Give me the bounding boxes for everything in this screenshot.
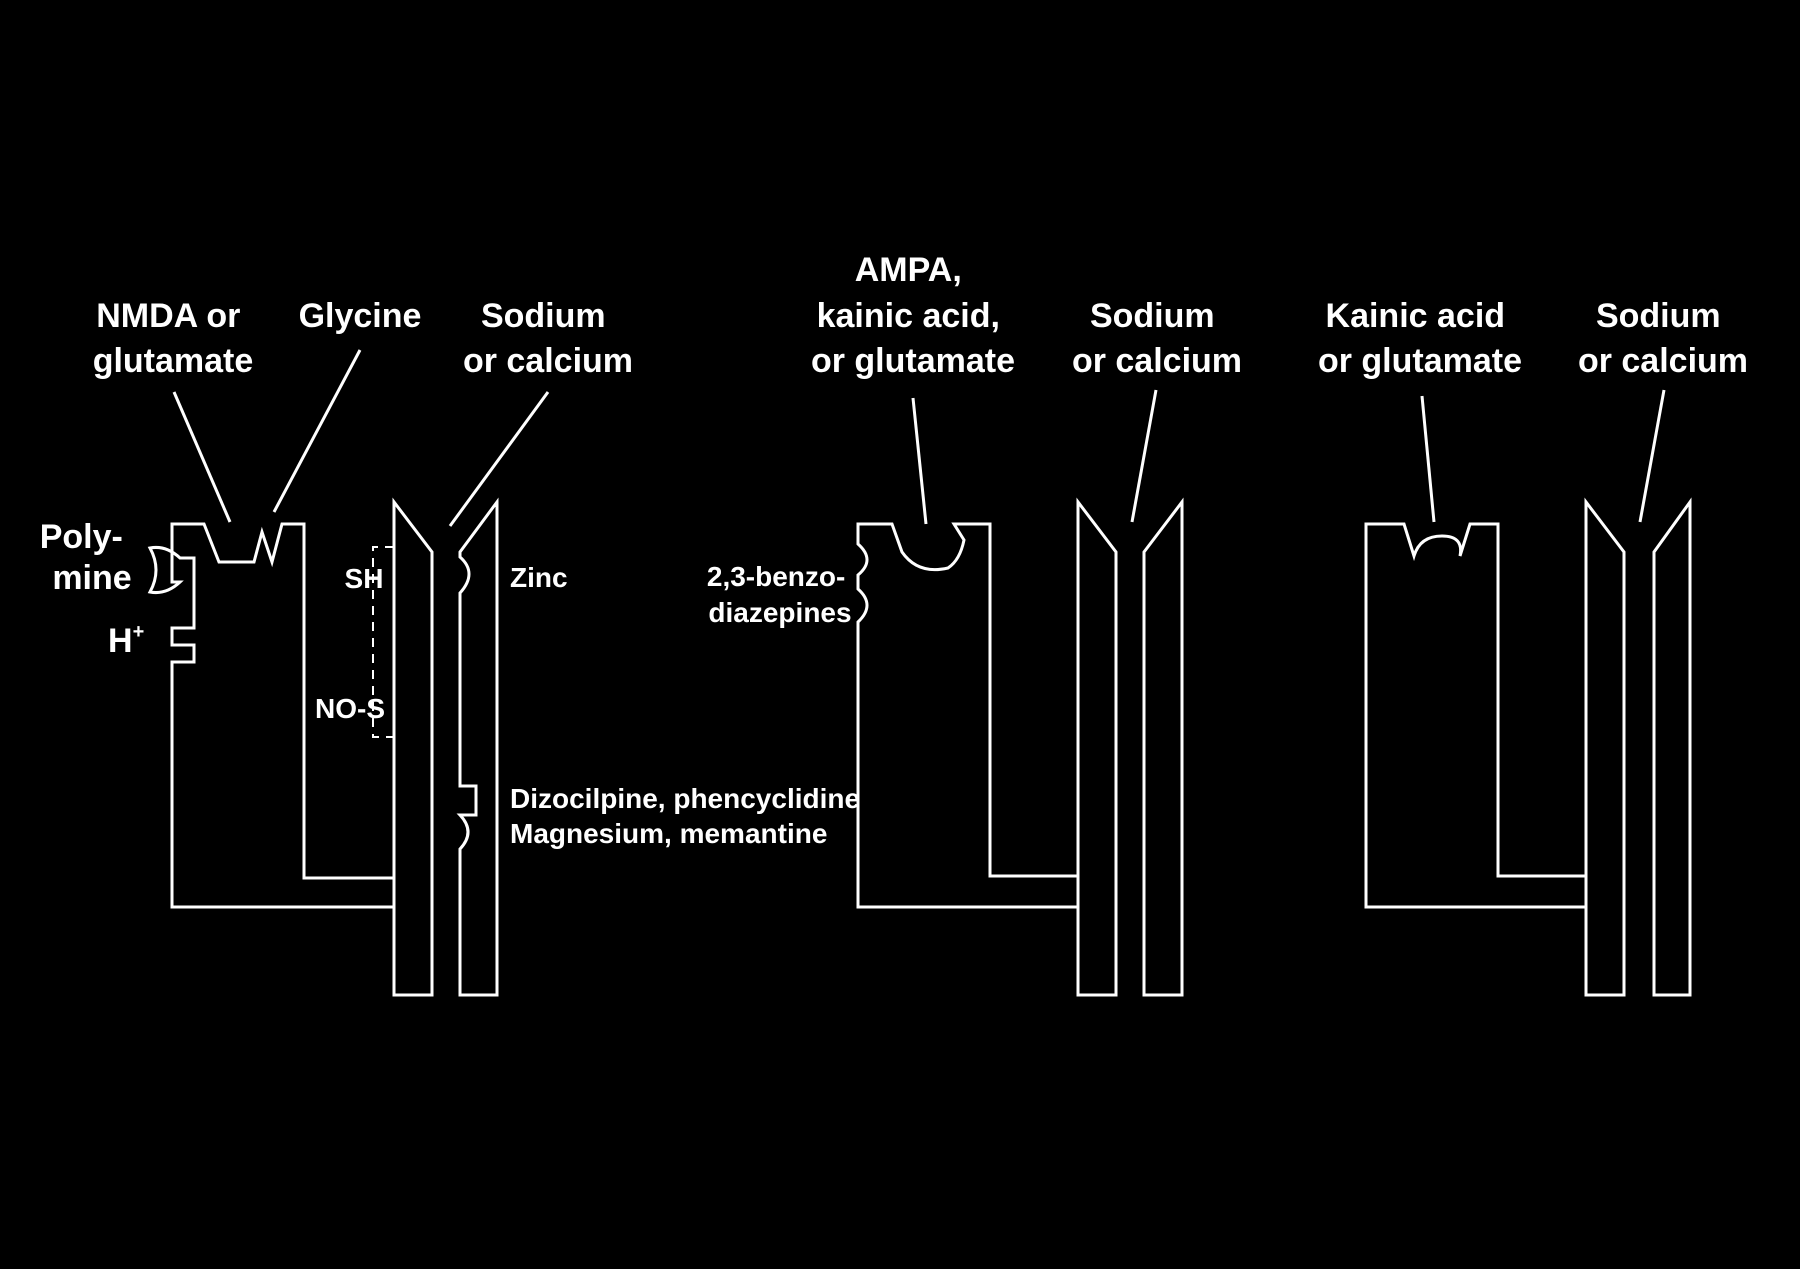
nos-label: NO-S [315,693,385,724]
channel-blocker-labels: Dizocilpine, phencyclidine Magnesium, me… [510,783,868,849]
redox-site-bracket [372,546,394,738]
ampa-receptor: AMPA, kainic acid, or glutamate Sodium o… [707,251,1242,997]
ampa-site-pointer [911,397,928,525]
nmda-receptor: NMDA or glutamate Glycine Sodium or calc… [40,297,868,997]
proton-label: H+ [108,621,144,660]
kainate-ion-label: Sodium or calcium [1578,297,1748,380]
kainate-site-pointer [1420,395,1436,523]
kainate-receptor-body [1364,522,1586,909]
nmda-channel-right-wall [456,497,499,997]
zinc-label: Zinc [510,562,568,593]
nmda-ion-label: Sodium or calcium [463,297,633,380]
nmda-channel-left-wall [392,497,434,997]
sh-label: SH [345,563,384,594]
kainate-agonist-label: Kainic acid or glutamate [1318,297,1522,380]
ampa-agonist-label: AMPA, kainic acid, or glutamate [811,251,1015,380]
ampa-receptor-body [856,522,1078,909]
polyamine-label: Poly- mine [40,518,133,597]
glycine-label: Glycine [299,297,422,335]
kainate-channel-pointer [1638,389,1666,523]
ampa-channel-pointer [1130,389,1158,523]
ampa-ion-label: Sodium or calcium [1072,297,1242,380]
nmda-site-pointer [172,391,232,523]
ampa-modulator-label: 2,3-benzo- diazepines [707,561,853,628]
kainate-channel-left-wall [1584,497,1626,997]
kainate-channel-right-wall [1652,497,1692,997]
kainate-receptor: Kainic acid or glutamate Sodium or calci… [1318,297,1748,997]
ampa-channel-right-wall [1142,497,1184,997]
ampa-channel-left-wall [1076,497,1118,997]
nmda-receptor-body [147,522,394,909]
glycine-pointer [272,349,362,513]
nmda-agonist-label: NMDA or glutamate [93,297,254,380]
channel-pointer [448,391,550,527]
